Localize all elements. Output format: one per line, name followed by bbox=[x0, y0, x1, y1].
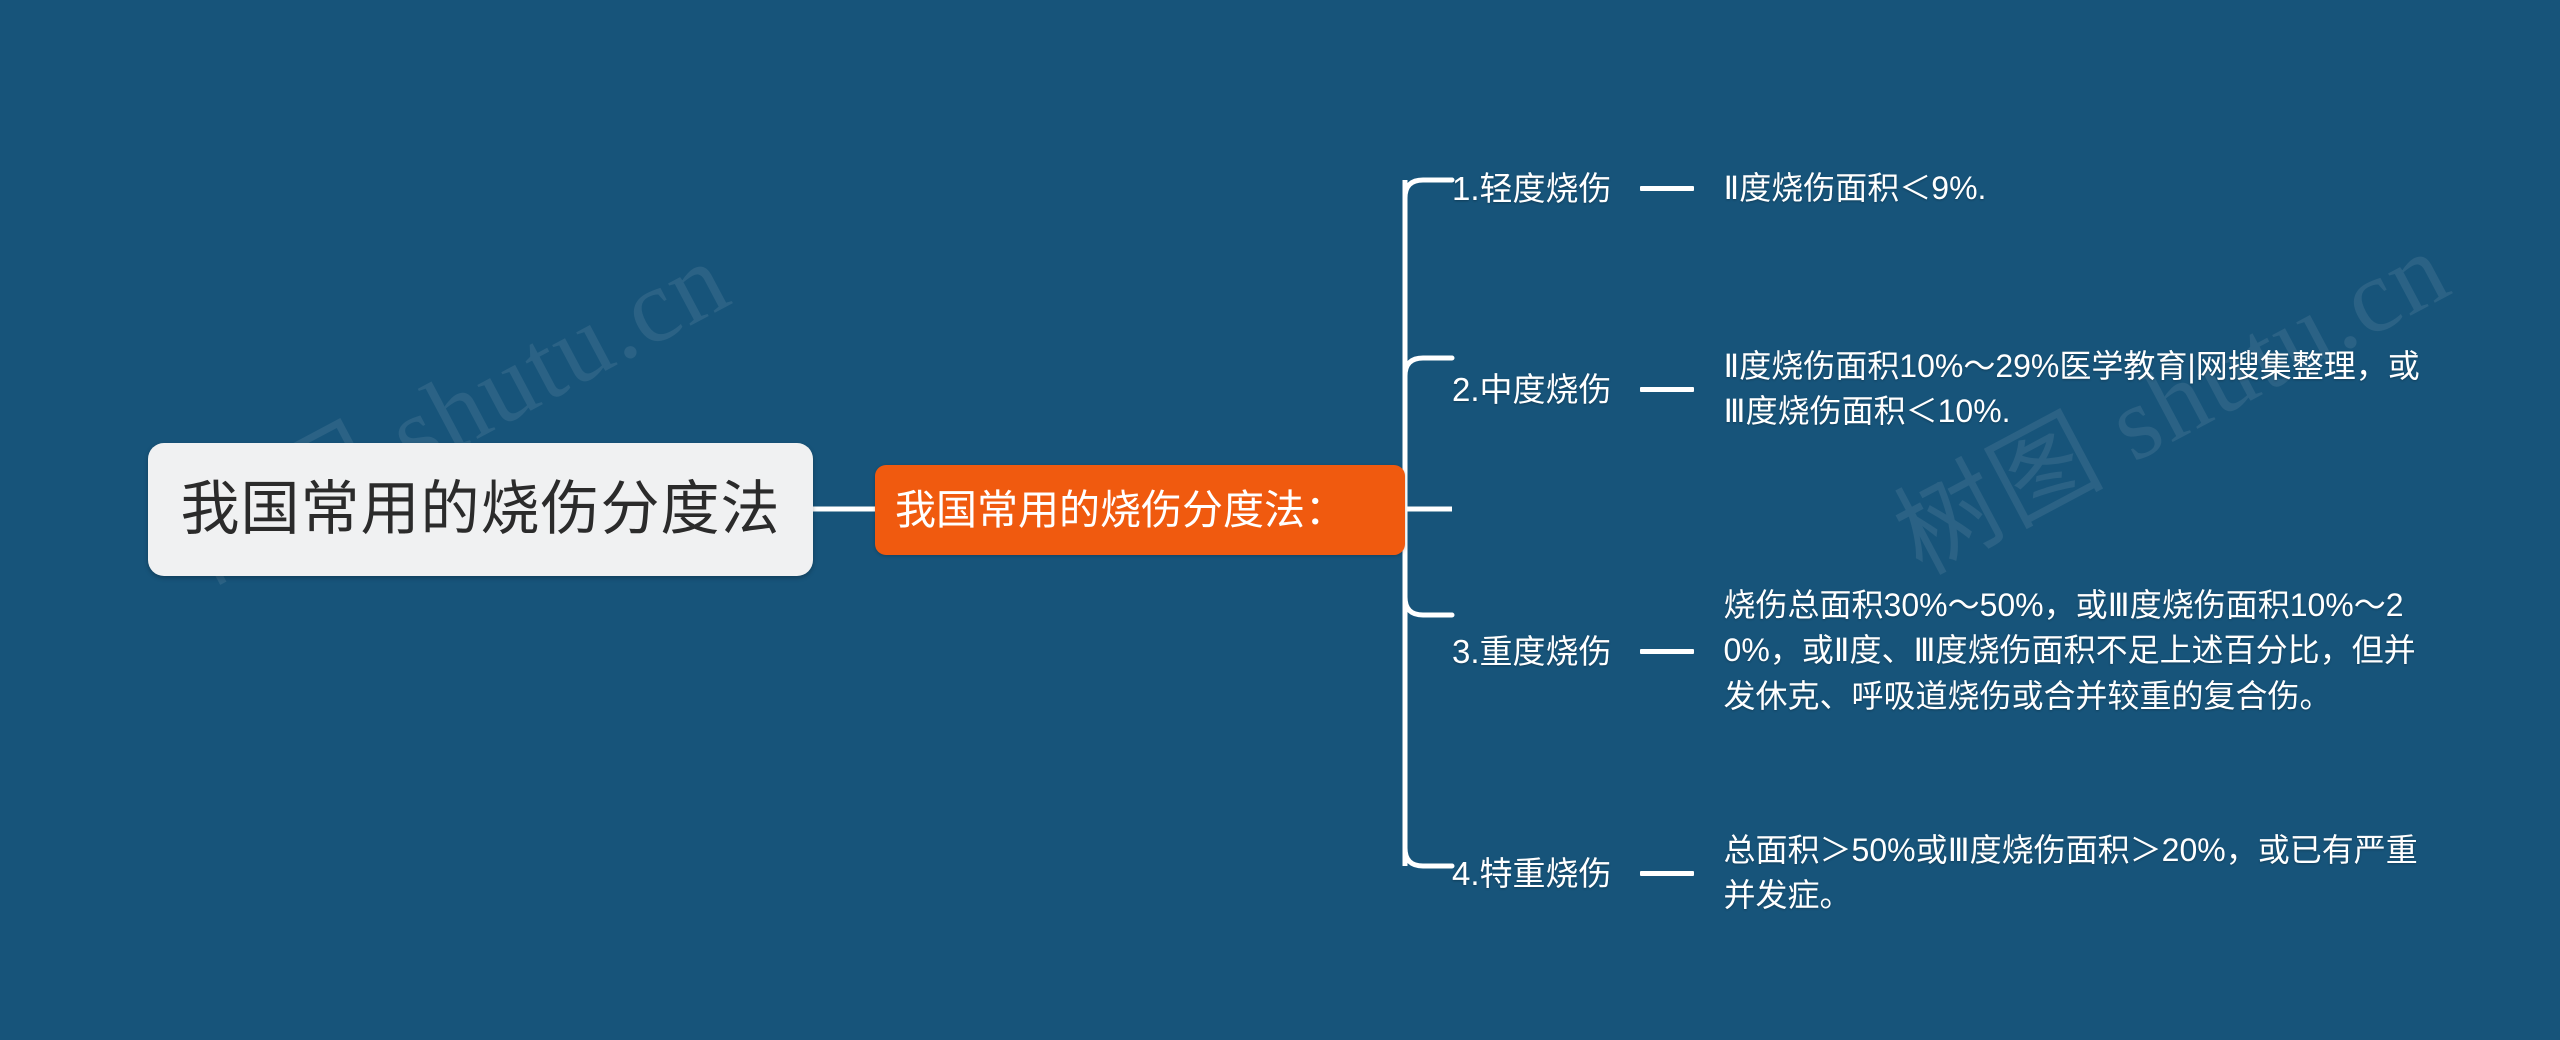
link-branch-3 bbox=[1402, 594, 1455, 618]
link-branch-4 bbox=[1402, 845, 1455, 869]
branch-description-3: 烧伤总面积30%～50%，或Ⅲ度烧伤面积10%～20%，或Ⅱ度、Ⅲ度烧伤面积不足… bbox=[1723, 587, 2416, 714]
link-branch-2 bbox=[1402, 355, 1455, 379]
topic-node-label: 我国常用的烧伤分度法： bbox=[895, 486, 1346, 533]
branch-label-4: 4.特重烧伤 bbox=[1452, 854, 1612, 892]
root-node[interactable]: 我国常用的烧伤分度法 bbox=[148, 443, 813, 576]
branch-description-2: Ⅱ度烧伤面积10%～29%医学教育|网搜集整理，或Ⅲ度烧伤面积＜10%. bbox=[1723, 348, 2420, 430]
branch-separator-icon-1 bbox=[1639, 186, 1694, 192]
branch-label-2: 2.中度烧伤 bbox=[1452, 370, 1612, 408]
link-branch-1 bbox=[1402, 177, 1455, 201]
branch-label-3: 3.重度烧伤 bbox=[1452, 632, 1612, 670]
branch-label-1: 1.轻度烧伤 bbox=[1452, 170, 1612, 208]
branch-row-2[interactable]: 2.中度烧伤 Ⅱ度烧伤面积10%～29%医学教育|网搜集整理，或Ⅲ度烧伤面积＜1… bbox=[1452, 344, 2424, 435]
branch-description-4: 总面积＞50%或Ⅲ度烧伤面积＞20%，或已有严重并发症。 bbox=[1723, 832, 2418, 914]
branch-row-4[interactable]: 4.特重烧伤 总面积＞50%或Ⅲ度烧伤面积＞20%，或已有严重并发症。 bbox=[1452, 828, 2424, 919]
branch-separator-icon-2 bbox=[1639, 386, 1694, 392]
root-node-label: 我国常用的烧伤分度法 bbox=[180, 476, 781, 542]
branch-row-3[interactable]: 3.重度烧伤 烧伤总面积30%～50%，或Ⅲ度烧伤面积10%～20%，或Ⅱ度、Ⅲ… bbox=[1452, 583, 2424, 719]
topic-node[interactable]: 我国常用的烧伤分度法： bbox=[875, 465, 1405, 555]
branch-separator-icon-3 bbox=[1639, 648, 1694, 654]
branch-row-1[interactable]: 1.轻度烧伤 Ⅱ度烧伤面积＜9%. bbox=[1452, 166, 2424, 211]
branch-description-1: Ⅱ度烧伤面积＜9%. bbox=[1723, 170, 1987, 206]
branch-separator-icon-4 bbox=[1639, 870, 1694, 876]
